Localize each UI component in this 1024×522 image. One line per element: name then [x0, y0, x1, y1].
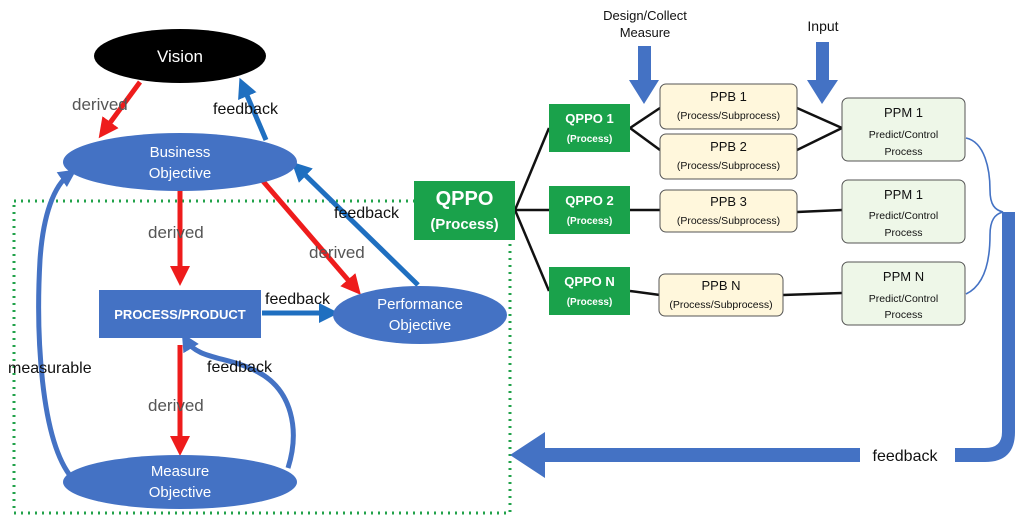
qppo-main-title: QPPO: [436, 188, 494, 210]
ppm-1-line2: Process: [885, 146, 923, 158]
label-derived-mid: derived: [148, 223, 204, 242]
measure-objective-label-1: Measure: [151, 463, 209, 480]
qppo-1-sub: (Process): [567, 134, 613, 145]
ppm-n-title: PPM N: [883, 269, 924, 284]
ppb-2-sub: (Process/Subprocess): [677, 160, 780, 172]
big-feedback-arrow: [510, 212, 1015, 478]
ppb-2-title: PPB 2: [710, 139, 747, 154]
ppm-1-node: [841, 97, 966, 162]
ppm-2-node: [841, 179, 966, 244]
qppo-n-sub: (Process): [567, 297, 613, 308]
qppo-main-node: [414, 181, 515, 240]
qppo-n-title: QPPO N: [564, 274, 615, 289]
ppb-1-title: PPB 1: [710, 89, 747, 104]
business-objective-label-2: Objective: [149, 165, 212, 182]
ppm-2-line1: Predict/Control: [869, 210, 938, 222]
label-feedback-loop: feedback: [207, 359, 273, 376]
design-collect-label-2: Measure: [620, 25, 671, 40]
business-objective-node: [63, 133, 297, 191]
feedback-label-bg: [860, 440, 955, 470]
ppm-1-title: PPM 1: [884, 105, 923, 120]
performance-objective-node: [333, 286, 507, 344]
performance-objective-label-2: Objective: [389, 317, 452, 334]
design-collect-label-1: Design/Collect: [603, 8, 687, 23]
ppm-n-line1: Predict/Control: [869, 293, 938, 305]
ppb-1-sub: (Process/Subprocess): [677, 110, 780, 122]
qppo-2-title: QPPO 2: [565, 193, 613, 208]
connector-lines: [513, 106, 843, 297]
ppm-2-line2: Process: [885, 227, 923, 239]
ppb-3-node: [659, 189, 798, 233]
ppb-n-node: [658, 273, 784, 317]
arrow-measurable: [36, 169, 77, 480]
qppo-1-title: QPPO 1: [565, 111, 613, 126]
qppo-main-sub: (Process): [430, 216, 498, 233]
process-product-label: PROCESS/PRODUCT: [114, 307, 246, 322]
ppb-1-node: [659, 83, 798, 130]
arrow-business-to-performance: [260, 178, 361, 295]
ppm-n-node: [841, 261, 966, 326]
ppm-2-title: PPM 1: [884, 187, 923, 202]
process-product-node: [99, 290, 261, 338]
ppb-3-sub: (Process/Subprocess): [677, 215, 780, 227]
vision-node: [94, 29, 266, 83]
vision-label: Vision: [157, 47, 203, 66]
input-label: Input: [807, 18, 838, 34]
input-arrow: [807, 42, 838, 104]
ppb-n-title: PPB N: [701, 278, 740, 293]
arrow-performance-to-business: [291, 161, 420, 287]
ppm-1-line1: Predict/Control: [869, 129, 938, 141]
dotted-boundary: [12, 199, 512, 515]
qppo-n-node: [549, 267, 630, 315]
qppo-2-sub: (Process): [567, 216, 613, 227]
ppb-2-node: [659, 133, 798, 180]
arrow-vision-to-business: [98, 80, 143, 139]
label-derived-diag: derived: [309, 243, 365, 262]
label-derived-top: derived: [72, 95, 128, 114]
label-feedback-top: feedback: [213, 101, 279, 118]
arrow-measure-loop-to-process: [181, 333, 296, 469]
ppm-brace: [965, 137, 1004, 295]
qppo-1-node: [549, 104, 630, 152]
label-feedback-horiz: feedback: [265, 291, 331, 308]
performance-objective-label-1: Performance: [377, 296, 463, 313]
ppb-3-title: PPB 3: [710, 194, 747, 209]
ppm-n-line2: Process: [885, 309, 923, 321]
label-feedback-diag: feedback: [334, 205, 400, 222]
label-derived-bottom: derived: [148, 396, 204, 415]
qppo-2-node: [549, 186, 630, 234]
bottom-feedback-label: feedback: [873, 448, 939, 465]
arrow-business-to-vision: [238, 77, 269, 141]
measure-objective-label-2: Objective: [149, 484, 212, 501]
business-objective-label-1: Business: [150, 144, 211, 161]
measure-objective-node: [63, 455, 297, 509]
label-measurable: measurable: [8, 360, 92, 377]
ppb-n-sub: (Process/Subprocess): [669, 299, 772, 311]
design-collect-arrow: [629, 46, 659, 104]
